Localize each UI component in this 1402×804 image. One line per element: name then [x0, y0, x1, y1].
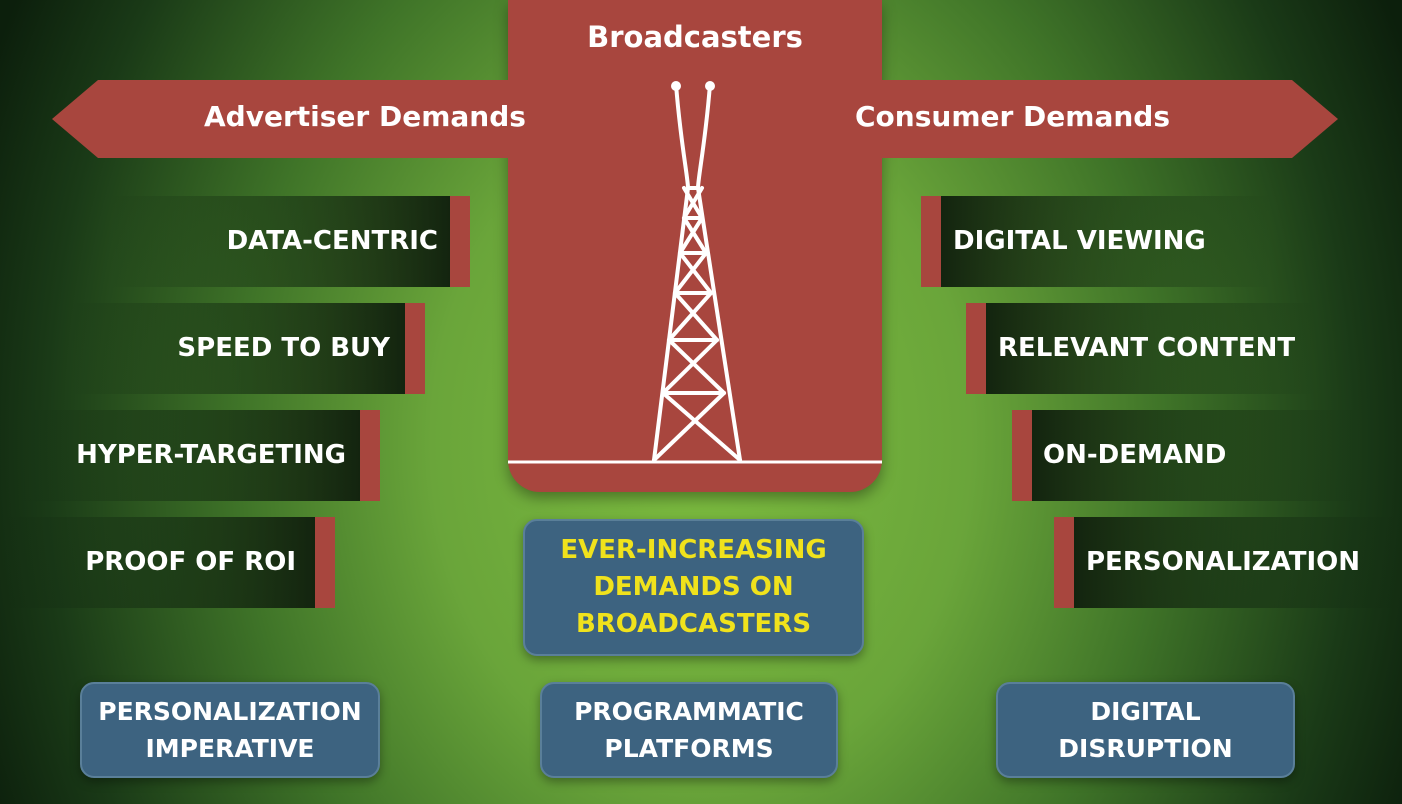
center-box-line: DEMANDS ON: [593, 572, 794, 602]
consumer-demand-bar: [986, 303, 1316, 394]
consumer-demand-label: DIGITAL VIEWING: [953, 226, 1206, 256]
advertiser-demand-bar: [70, 303, 405, 394]
advertiser-demand-label: DATA-CENTRIC: [226, 226, 438, 256]
advertiser-demand-label: PROOF OF ROI: [85, 547, 296, 577]
center-box-line: EVER-INCREASING: [560, 535, 827, 565]
programmatic-platforms-box: PROGRAMMATIC PLATFORMS: [540, 682, 838, 778]
consumer-demand-bar: [1032, 410, 1362, 501]
red-accent: [405, 303, 425, 394]
center-box-line: BROADCASTERS: [575, 609, 812, 639]
consumer-demand-bar: [941, 196, 1271, 287]
red-accent: [966, 303, 986, 394]
box-line: DIGITAL: [1090, 697, 1201, 726]
personalization-imperative-box: PERSONALIZATION IMPERATIVE: [80, 682, 380, 778]
consumer-demands-label: Consumer Demands: [855, 100, 1170, 133]
advertiser-demand-label: SPEED TO BUY: [177, 333, 390, 363]
box-line: IMPERATIVE: [145, 734, 315, 763]
advertiser-demand-bar: [0, 517, 315, 608]
advertiser-demand-bar: [20, 410, 360, 501]
box-line: PROGRAMMATIC: [574, 697, 804, 726]
advertiser-demand-label: HYPER-TARGETING: [76, 440, 346, 470]
red-accent: [1054, 517, 1074, 608]
box-line: DISRUPTION: [1058, 734, 1233, 763]
advertiser-demands-label: Advertiser Demands: [204, 100, 526, 133]
consumer-demand-label: PERSONALIZATION: [1086, 547, 1361, 577]
demands-arrow-banner: [52, 80, 1338, 158]
consumer-demand-bar: [1074, 517, 1402, 608]
red-accent: [360, 410, 380, 501]
red-accent: [921, 196, 941, 287]
red-accent: [1012, 410, 1032, 501]
box-line: PERSONALIZATION: [98, 697, 362, 726]
broadcast-tower-icon: [508, 81, 882, 464]
ever-increasing-demands-box: EVER-INCREASING DEMANDS ON BROADCASTERS: [523, 519, 864, 656]
box-line: PLATFORMS: [604, 734, 774, 763]
digital-disruption-box: DIGITAL DISRUPTION: [996, 682, 1295, 778]
red-accent: [450, 196, 470, 287]
broadcasters-title: Broadcasters: [587, 20, 803, 54]
consumer-demand-label: ON-DEMAND: [1043, 440, 1227, 470]
red-accent: [315, 517, 335, 608]
advertiser-demand-bar: [110, 196, 450, 287]
consumer-demand-label: RELEVANT CONTENT: [998, 333, 1296, 363]
